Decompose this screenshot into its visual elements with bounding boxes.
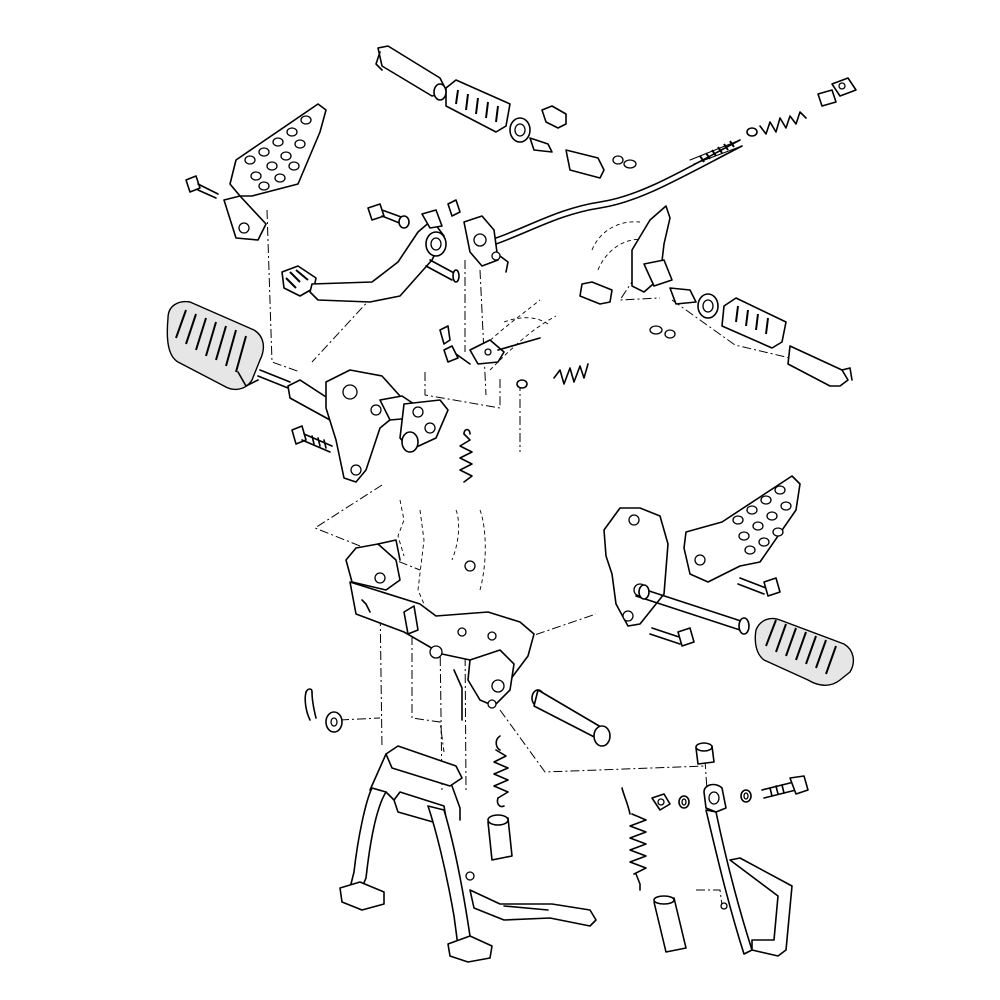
brake-pedal-spring <box>459 428 473 483</box>
bracket-right-holes <box>732 485 792 555</box>
brake-switch-assembly <box>439 299 557 389</box>
side-stand-spring <box>621 787 647 891</box>
rider-footrest-bracket-center <box>287 369 449 483</box>
side-stand-nut-washer <box>651 793 690 811</box>
frame-section <box>345 499 535 721</box>
side-stand-bolt <box>740 775 809 803</box>
rider-footrest-bracket-left <box>223 103 327 241</box>
brake-rod-spring <box>746 111 807 137</box>
brake-pedal <box>281 209 447 303</box>
passenger-footrest-right <box>579 281 853 387</box>
passenger-footrest-left <box>375 45 637 179</box>
main-stand-collar <box>487 814 513 861</box>
bracket-holes <box>244 115 312 191</box>
main-stand-shaft <box>531 689 611 747</box>
cotter-pin <box>304 688 317 721</box>
main-stand-lever <box>469 889 597 927</box>
main-stand <box>339 745 493 963</box>
brake-pedal-clevis <box>447 199 509 273</box>
side-stand-bushing <box>695 742 715 765</box>
brake-rod-adjuster <box>817 77 857 107</box>
rider-bracket-bolt <box>291 425 333 453</box>
bracket-right-bolt <box>737 577 781 597</box>
rider-footrest-left <box>166 300 265 391</box>
rider-footrest-right <box>754 617 855 686</box>
brake-rod <box>495 139 743 245</box>
bracket-bolt-top-left <box>185 175 219 199</box>
stand-washer <box>325 711 343 733</box>
brake-switch-spring <box>553 363 589 385</box>
passenger-footrest-bracket-right <box>591 205 673 293</box>
rider-footrest-pin <box>257 369 291 389</box>
main-stand-spring <box>493 735 509 808</box>
brake-pedal-bolt <box>367 203 410 229</box>
brake-pedal-shaft <box>425 259 460 283</box>
right-bracket-lower-bolt <box>649 627 695 647</box>
rider-footrest-bracket-right <box>603 475 801 627</box>
rider-footrest-right-pin <box>635 584 750 635</box>
side-stand <box>703 783 793 957</box>
side-stand-collar <box>653 895 687 953</box>
